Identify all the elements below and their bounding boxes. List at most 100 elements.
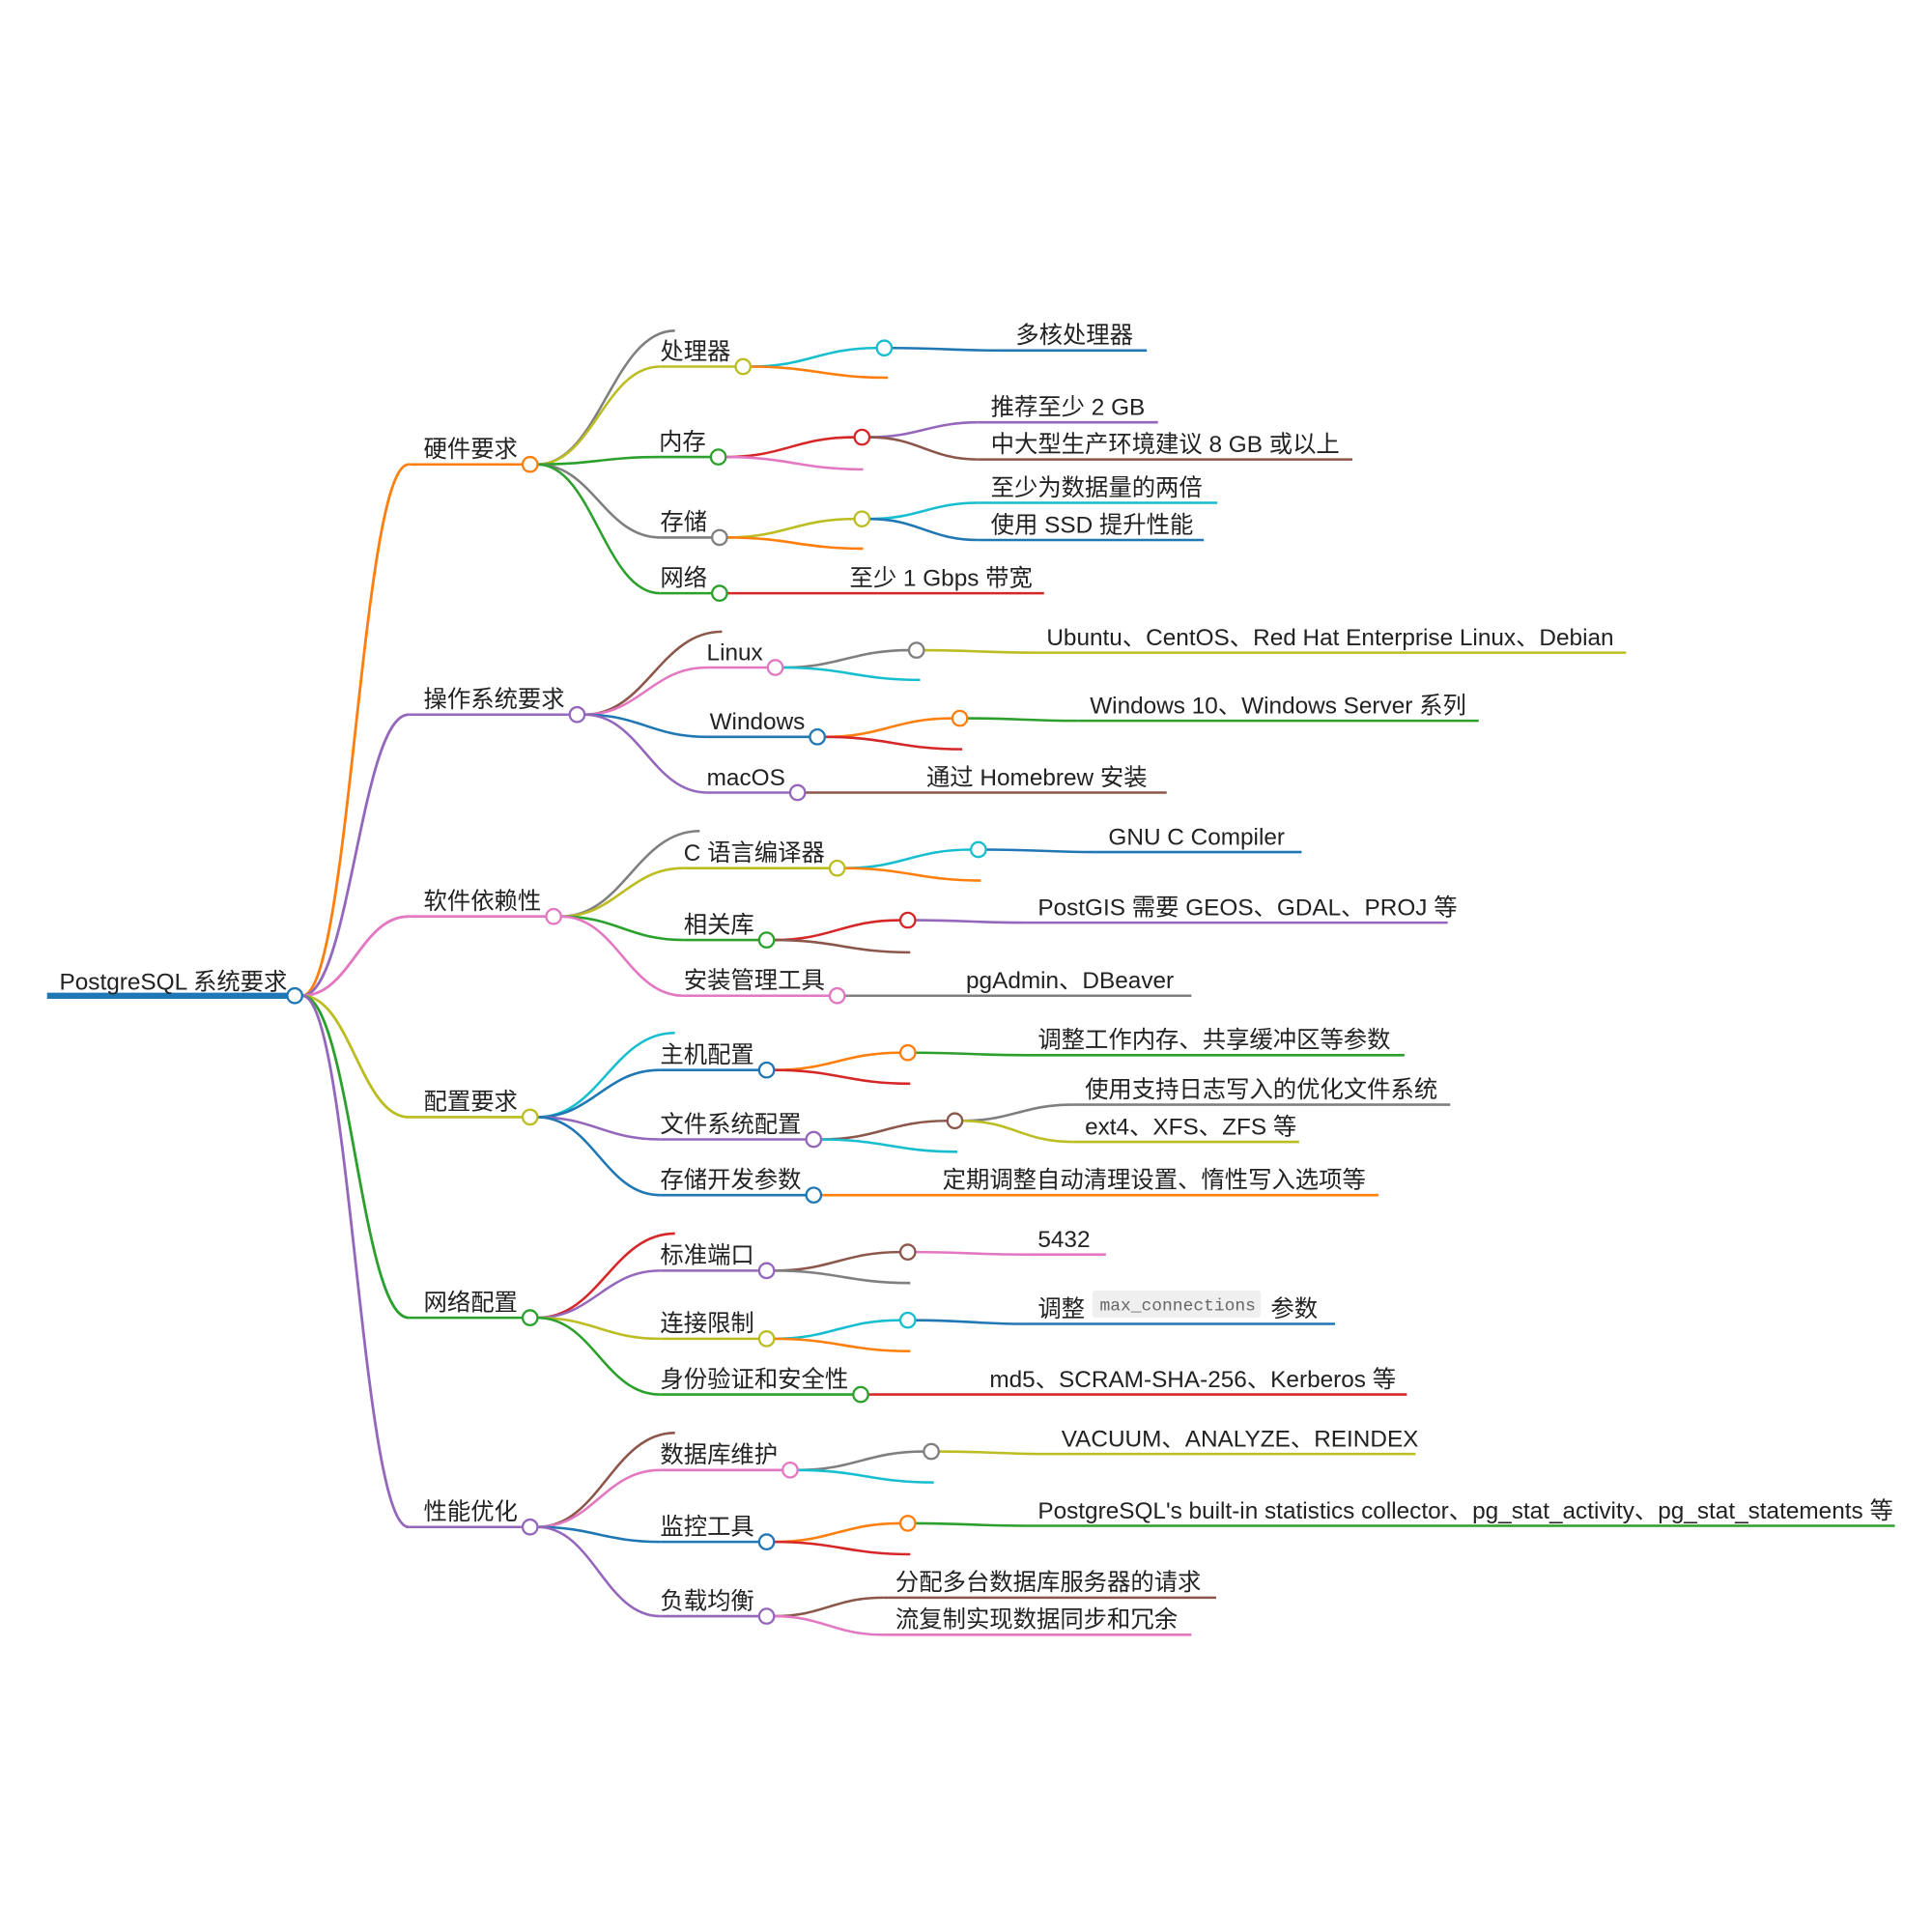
branch-node-circle[interactable] <box>521 1108 539 1126</box>
child-label: 身份验证和安全性 <box>660 1367 848 1393</box>
hub-edge <box>774 1051 901 1071</box>
hub-node-circle[interactable] <box>946 1112 964 1130</box>
root-node-circle[interactable] <box>286 986 303 1005</box>
hub-node-circle[interactable] <box>875 339 894 357</box>
child-node-circle[interactable] <box>805 1130 823 1149</box>
child-node-circle[interactable] <box>852 1385 869 1404</box>
leaf-label: 流复制实现数据同步和冗余 <box>895 1607 1178 1634</box>
leaf-edge <box>915 1250 1026 1256</box>
child-node-circle[interactable] <box>766 659 784 676</box>
branch-label: 性能优化 <box>424 1499 518 1525</box>
leaf-label: 调整工作内存、共享缓冲区等参数 <box>1037 1028 1390 1054</box>
child-edge <box>537 1316 661 1396</box>
child-label: 连接限制 <box>660 1311 753 1337</box>
leaf-edge <box>985 848 1096 854</box>
branch-label: 硬件要求 <box>424 437 518 463</box>
child-node-circle[interactable] <box>809 727 826 746</box>
leaf-edge <box>868 501 979 521</box>
branch-node-circle[interactable] <box>568 705 586 724</box>
child-label: 网络 <box>660 565 707 591</box>
empty-child-stub <box>844 867 981 882</box>
empty-child-stub <box>726 536 864 551</box>
child-label: Linux <box>707 639 763 666</box>
child-node-circle[interactable] <box>757 1061 776 1079</box>
hub-node-circle[interactable] <box>898 1043 917 1062</box>
child-node-circle[interactable] <box>757 1330 776 1348</box>
hub-node-circle[interactable] <box>907 641 925 659</box>
hub-edge <box>774 1250 901 1272</box>
child-node-circle[interactable] <box>709 448 727 466</box>
hub-node-circle[interactable] <box>969 840 987 859</box>
child-node-circle[interactable] <box>757 1262 776 1280</box>
empty-child-stub <box>820 1138 958 1153</box>
hub-edge <box>797 1450 924 1472</box>
leaf-label: GNU C Compiler <box>1108 824 1285 850</box>
child-node-circle[interactable] <box>757 931 776 949</box>
child-node-circle[interactable] <box>828 859 846 877</box>
child-edge <box>537 1525 661 1544</box>
empty-child-stub <box>750 365 889 380</box>
leaf-label: Windows 10、Windows Server 系列 <box>1090 693 1466 719</box>
leaf-edge <box>892 346 1004 353</box>
empty-child-stub <box>774 1269 911 1285</box>
child-edge <box>537 1068 661 1119</box>
branch-edge <box>301 713 410 998</box>
branch-node-circle[interactable] <box>521 1518 539 1536</box>
child-edge <box>537 1316 661 1341</box>
child-node-circle[interactable] <box>757 1607 776 1625</box>
child-node-circle[interactable] <box>805 1186 823 1205</box>
child-node-circle[interactable] <box>781 1461 799 1479</box>
branch-edge <box>301 463 410 998</box>
child-node-circle[interactable] <box>734 357 753 376</box>
child-edge <box>537 1116 661 1197</box>
leaf-label: 分配多台数据库服务器的请求 <box>895 1570 1201 1596</box>
hub-node-circle[interactable] <box>898 1243 917 1261</box>
hub-edge <box>824 717 952 739</box>
child-label: 数据库维护 <box>660 1442 778 1468</box>
child-label: C 语言编译器 <box>684 840 825 867</box>
hub-node-circle[interactable] <box>923 1442 940 1461</box>
child-label: 主机配置 <box>660 1042 753 1068</box>
empty-child-stub <box>782 666 921 682</box>
hub-node-circle[interactable] <box>898 1515 917 1532</box>
child-node-circle[interactable] <box>828 986 846 1005</box>
branch-node-circle[interactable] <box>521 455 539 473</box>
leaf-edge <box>915 1319 1026 1325</box>
hub-node-circle[interactable] <box>898 1311 917 1329</box>
child-node-circle[interactable] <box>757 1533 776 1550</box>
branch-node-circle[interactable] <box>521 1309 539 1326</box>
child-label: 文件系统配置 <box>660 1112 801 1138</box>
child-label: 监控工具 <box>660 1514 753 1540</box>
branch-edge <box>301 994 410 1320</box>
leaf-label: 5432 <box>1037 1227 1090 1253</box>
leaf-label: Ubuntu、CentOS、Red Hat Enterprise Linux、D… <box>1046 625 1613 651</box>
child-edge <box>584 666 708 717</box>
empty-branch-stub <box>537 1432 675 1529</box>
child-edge <box>584 713 708 794</box>
hub-node-circle[interactable] <box>951 709 969 727</box>
hub-node-circle[interactable] <box>853 428 871 446</box>
child-node-circle[interactable] <box>711 528 728 547</box>
child-node-circle[interactable] <box>788 783 807 802</box>
leaf-label: md5、SCRAM-SHA-256、Kerberos 等 <box>989 1367 1396 1393</box>
child-label: 安装管理工具 <box>684 968 825 994</box>
hub-node-circle[interactable] <box>853 510 871 528</box>
child-label: 负载均衡 <box>660 1588 753 1614</box>
branch-node-circle[interactable] <box>545 907 562 925</box>
empty-branch-stub <box>537 329 675 467</box>
hub-node-circle[interactable] <box>898 911 917 929</box>
leaf-edge <box>915 1051 1026 1057</box>
leaf-label: 多核处理器 <box>1015 323 1133 349</box>
leaf-label-suffix: 参数 <box>1270 1296 1318 1322</box>
empty-child-stub <box>824 735 963 751</box>
child-edge <box>537 1468 661 1529</box>
leaf-label: 调整 <box>1037 1296 1085 1322</box>
leaf-edge <box>915 1521 1026 1527</box>
leaf-edge <box>774 1596 884 1618</box>
child-node-circle[interactable] <box>711 584 728 602</box>
hub-edge <box>782 648 910 669</box>
leaf-edge <box>868 420 979 439</box>
leaf-label: 中大型生产环境建议 8 GB 或以上 <box>991 432 1340 458</box>
branch-edge <box>301 994 410 1119</box>
